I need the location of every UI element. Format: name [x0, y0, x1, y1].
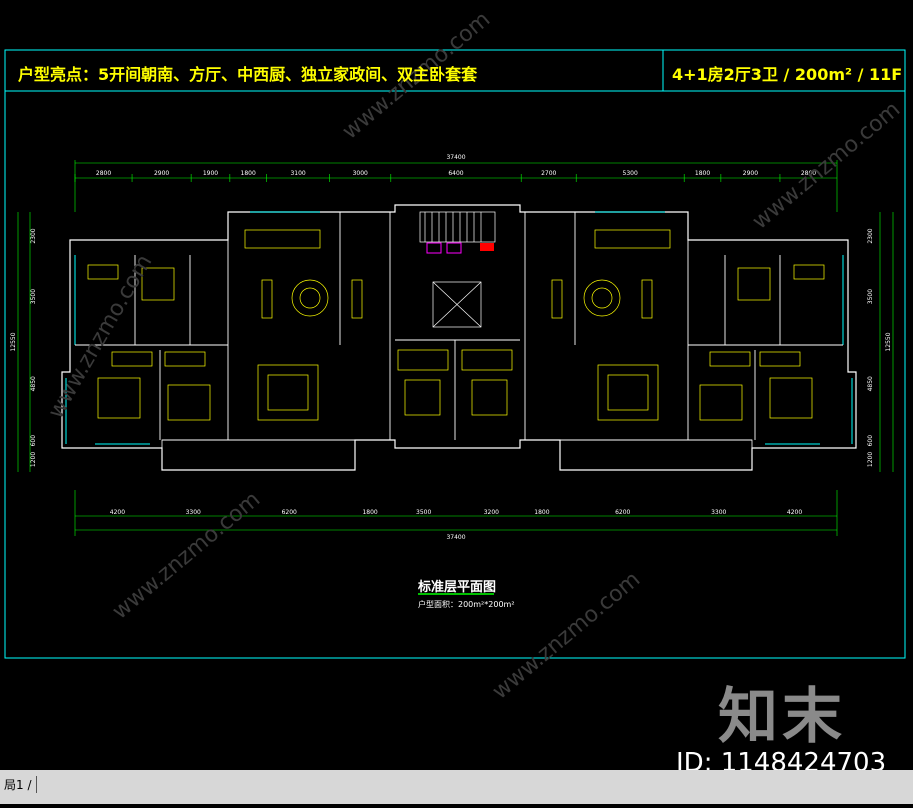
dim-bottom-segment: 3200	[484, 509, 499, 516]
dim-left-segment: 1200	[30, 452, 37, 467]
top-dimensions	[74, 160, 838, 212]
windows	[65, 211, 853, 445]
dim-right-segment: 600	[867, 435, 874, 447]
dim-bottom-segment: 4200	[110, 509, 125, 516]
furniture-left	[87, 229, 363, 421]
header-unit-spec: 4+1房2厅3卫 / 200m² / 11F	[672, 65, 903, 84]
dim-bottom-segment: 1800	[362, 509, 377, 516]
dim-top-segment: 2900	[154, 170, 169, 177]
stair-core	[419, 211, 496, 328]
dim-top-segment: 6400	[448, 170, 463, 177]
drawing-frame	[4, 49, 906, 659]
dim-top-segment: 2900	[743, 170, 758, 177]
furniture-center	[397, 349, 513, 416]
drawing-subtitle: 户型面积：200m²*200m²	[418, 600, 515, 609]
dim-left-segment: 4850	[30, 376, 37, 391]
dim-top-segment: 1800	[241, 170, 256, 177]
dim-left-total: 12550	[10, 332, 17, 351]
dim-bottom-segment: 3500	[416, 509, 431, 516]
dim-bottom-segment: 1800	[534, 509, 549, 516]
layout-tab[interactable]: 局1 /	[0, 776, 37, 793]
dim-top-segment: 2800	[96, 170, 111, 177]
core-equipment	[426, 242, 494, 254]
dim-top-total: 37400	[446, 154, 465, 161]
drawing-title: 标准层平面图	[418, 580, 497, 595]
dim-right-segment: 4850	[867, 376, 874, 391]
dim-bottom-segment: 3300	[711, 509, 726, 516]
dim-top-segment: 1900	[203, 170, 218, 177]
dim-top-segment: 2800	[801, 170, 816, 177]
dim-right-total: 12550	[885, 332, 892, 351]
dim-top-segment: 1800	[695, 170, 710, 177]
dim-left-segment: 600	[30, 435, 37, 447]
dim-right-segment: 3500	[867, 289, 874, 304]
dim-top-segment: 3100	[290, 170, 305, 177]
dim-right-segment: 2300	[867, 228, 874, 243]
balconies	[161, 439, 753, 471]
dim-left-segment: 2300	[30, 228, 37, 243]
watermark-logo: 知末	[718, 682, 846, 752]
furniture-right	[551, 229, 825, 421]
dim-top-segment: 5300	[623, 170, 638, 177]
dim-right-segment: 1200	[867, 452, 874, 467]
dim-bottom-segment: 6200	[615, 509, 630, 516]
dim-bottom-segment: 4200	[787, 509, 802, 516]
dim-top-segment: 3000	[353, 170, 368, 177]
layout-tab-bar: 局1 /	[0, 770, 913, 804]
bottom-dimensions	[74, 490, 838, 536]
dim-bottom-segment: 6200	[282, 509, 297, 516]
dim-top-segment: 2700	[541, 170, 556, 177]
dim-left-segment: 3500	[30, 289, 37, 304]
side-dimensions	[17, 212, 894, 472]
dim-bottom-segment: 3300	[186, 509, 201, 516]
dim-bottom-total: 37400	[446, 534, 465, 541]
header-highlights: 户型亮点：5开间朝南、方厅、中西厨、独立家政间、双主卧套套	[18, 65, 478, 84]
